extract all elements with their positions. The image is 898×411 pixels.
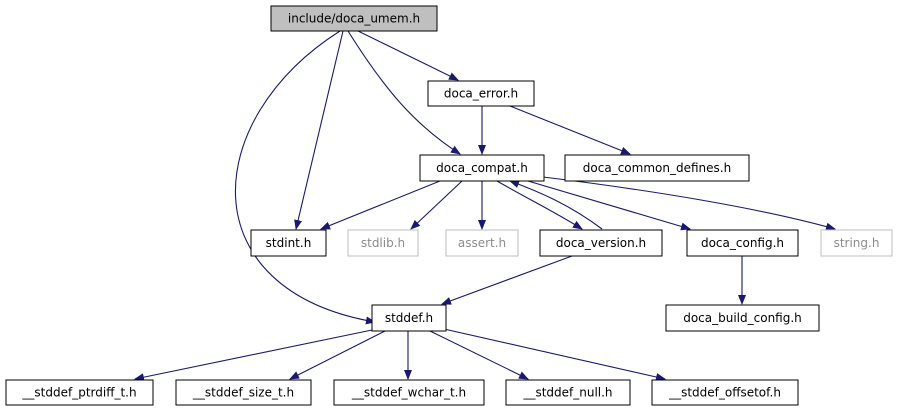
edge-doca_version-stddef [441,255,573,305]
edge-stddef-stddef_null [429,330,529,380]
edge-doca_compat-stdlib [410,180,463,230]
edge-root-doca_compat [347,30,461,155]
node-label: doca_compat.h [436,161,528,175]
node-label: __stddef_offsetof.h [668,386,781,400]
node-label: doca_version.h [556,236,646,250]
node-label: assert.h [458,236,506,250]
node-stddef-wchar-t-h[interactable]: __stddef_wchar_t.h [333,379,485,406]
node-label: stdint.h [266,236,312,250]
edge-doca_version-doca_compat [509,180,603,230]
edge-doca_compat-doca_version [496,180,583,230]
node-stddef-ptrdiff-t-h[interactable]: __stddef_ptrdiff_t.h [5,379,154,406]
file-nodes: include/doca_umem.h doca_error.h doca_co… [5,5,893,406]
node-doca-build-config-h[interactable]: doca_build_config.h [665,304,820,332]
node-label: stddef.h [385,311,433,325]
edge-stddef-stddef_ptrdiff_t [134,329,373,382]
node-stddef-size-t-h[interactable]: __stddef_size_t.h [175,379,312,406]
node-stddef-offsetof-h[interactable]: __stddef_offsetof.h [651,379,799,406]
node-assert-h[interactable]: assert.h [445,229,519,257]
edge-stddef-stddef_size_t [289,330,386,380]
node-label: stdlib.h [361,236,405,250]
node-label: __stddef_wchar_t.h [351,386,466,400]
node-label: doca_common_defines.h [583,161,731,175]
node-label: __stddef_null.h [522,386,612,400]
node-doca-common-defines-h[interactable]: doca_common_defines.h [564,154,750,182]
node-doca-config-h[interactable]: doca_config.h [686,229,799,257]
node-include-doca-umem-h[interactable]: include/doca_umem.h [270,5,438,32]
edge-stddef-stddef_offsetof [443,328,666,381]
node-stddef-h[interactable]: stddef.h [371,304,447,332]
edge-root-stdint [294,30,344,230]
node-label: __stddef_ptrdiff_t.h [21,386,136,400]
edge-root-doca_error [357,30,459,81]
node-label: doca_build_config.h [683,311,802,325]
node-doca-error-h[interactable]: doca_error.h [427,80,535,107]
node-label: doca_error.h [444,87,518,101]
dependency-edges [134,30,836,382]
edge-doca_compat-string [542,176,836,231]
node-string-h[interactable]: string.h [820,229,893,257]
node-label: __stddef_size_t.h [192,386,294,400]
node-doca-version-h[interactable]: doca_version.h [539,229,663,257]
node-stddef-null-h[interactable]: __stddef_null.h [505,379,631,406]
node-stdlib-h[interactable]: stdlib.h [347,229,419,257]
edge-doca_compat-doca_config [527,180,691,231]
edge-doca_compat-stdint [320,180,441,230]
node-label: doca_config.h [701,236,784,250]
node-label: string.h [834,236,880,250]
node-doca-compat-h[interactable]: doca_compat.h [419,154,545,182]
edge-root-stddef [234,30,376,325]
node-label: include/doca_umem.h [288,12,420,26]
edge-doca_error-doca_common_defines [509,105,631,155]
node-stdint-h[interactable]: stdint.h [250,229,327,257]
